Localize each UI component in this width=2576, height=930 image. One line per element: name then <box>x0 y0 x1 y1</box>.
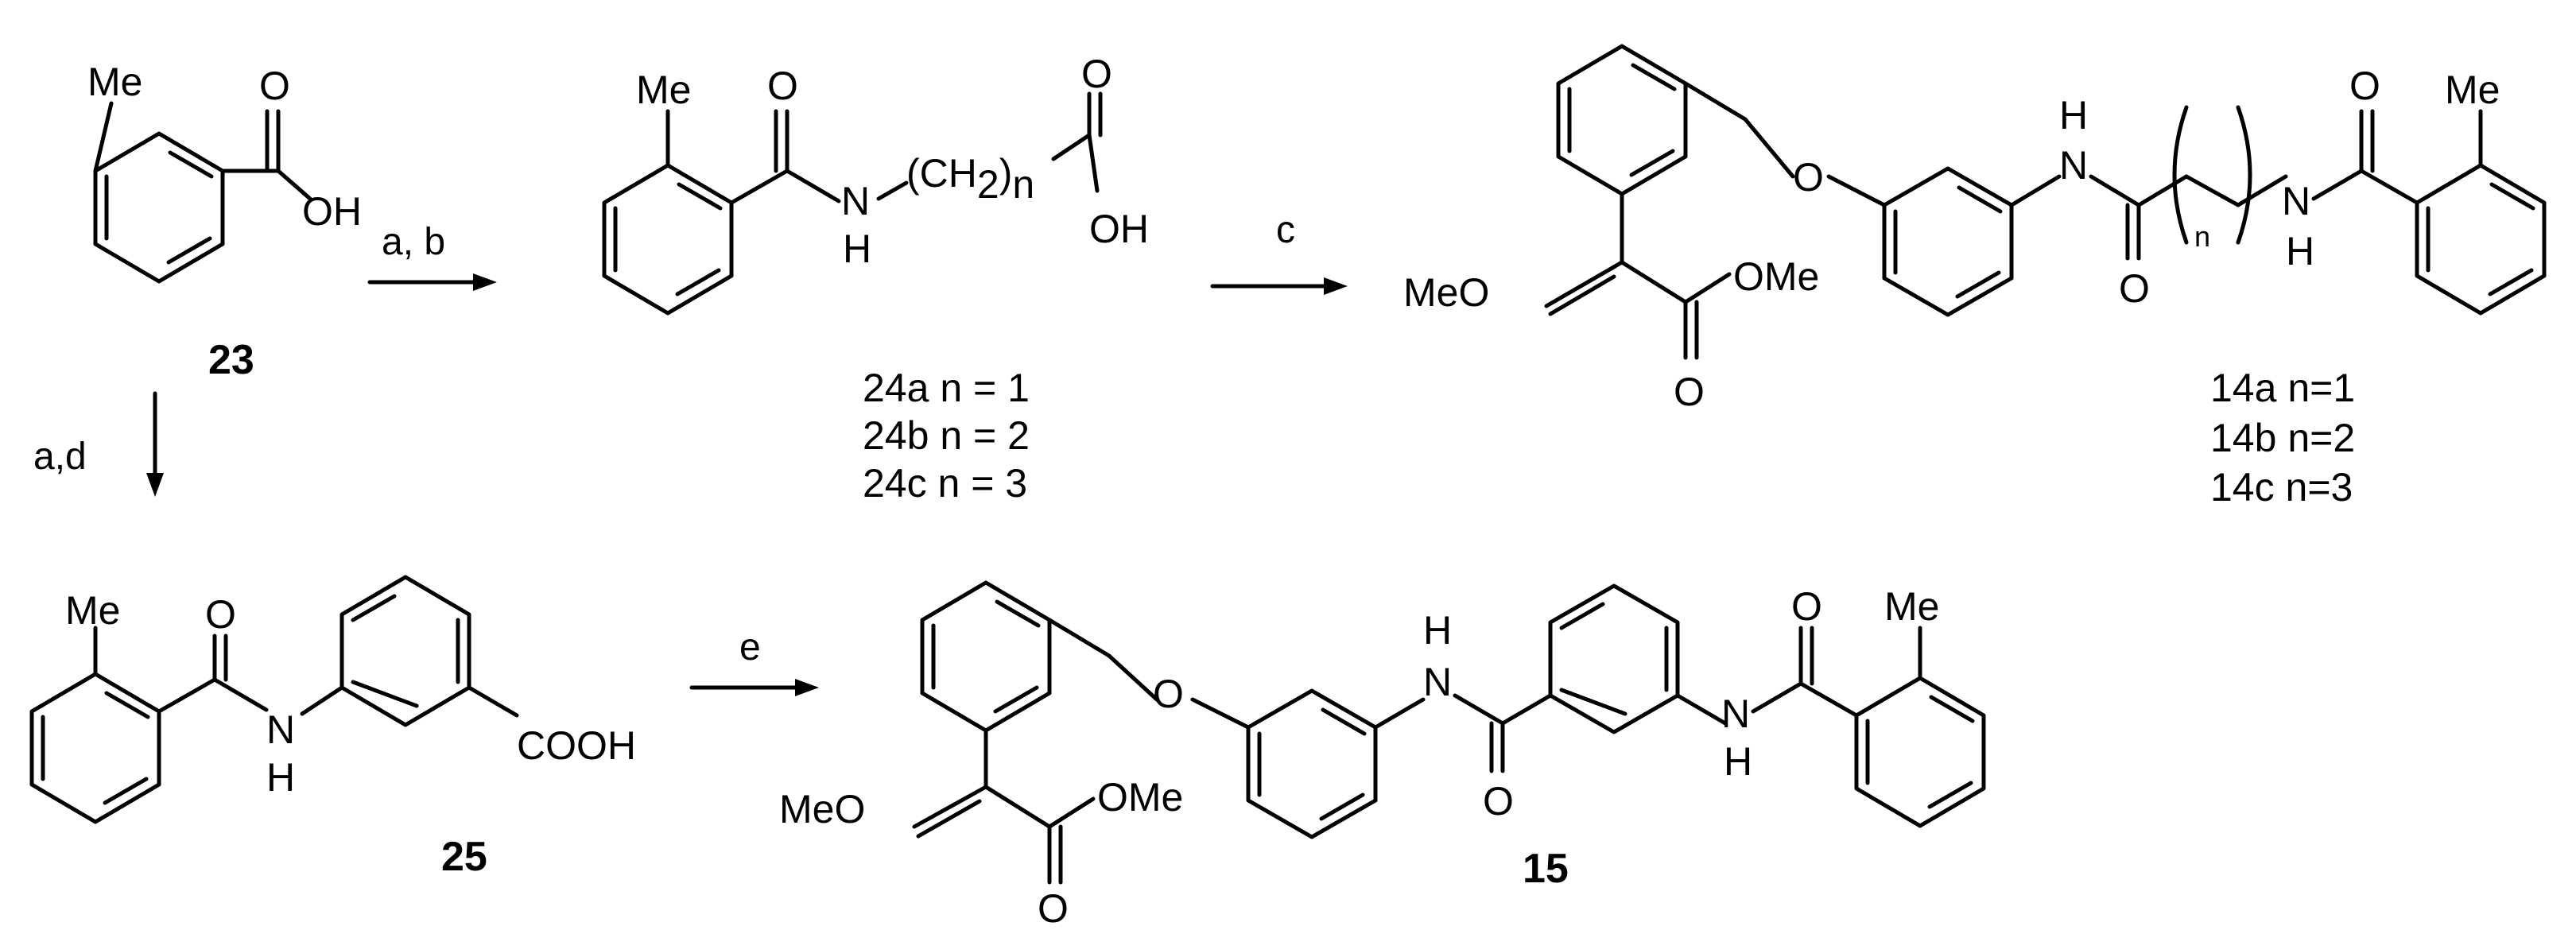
atom-o: O <box>2119 266 2150 311</box>
atom-o: O <box>1674 370 1705 414</box>
condition-ab: a, b <box>382 221 445 263</box>
compound-15-structure: O MeO OMe O H N O N H O <box>779 580 1986 930</box>
compound-25-structure: Me O N H COOH 25 <box>29 575 636 880</box>
atom-me: Me <box>2445 68 2500 112</box>
label-23: 23 <box>208 337 254 383</box>
atom-o: O <box>767 64 798 108</box>
condition-ad: a,d <box>33 436 87 478</box>
arrow-ab: a, b <box>367 221 497 291</box>
label-25: 25 <box>441 834 487 880</box>
atom-oh: OH <box>302 189 362 234</box>
atom-o: O <box>2349 64 2380 108</box>
arrow-e: e <box>689 626 819 696</box>
atom-ome: OMe <box>1097 775 1183 820</box>
atom-h: H <box>843 227 871 271</box>
atom-n: N <box>841 179 870 223</box>
atom-n: N <box>1721 692 1750 736</box>
atom-h: H <box>1724 739 1752 784</box>
compound-14-structure: MeO OMe O O H N O n N H O <box>1403 44 2547 510</box>
atom-meo: MeO <box>1403 270 1489 315</box>
chain-ch2: (CH2)n <box>906 151 1034 207</box>
atom-h: H <box>1423 608 1452 653</box>
atom-o: O <box>1038 886 1069 930</box>
label-14c: 14c n=3 <box>2210 465 2353 510</box>
atom-o: O <box>1793 155 1824 200</box>
condition-c: c <box>1276 209 1295 251</box>
atom-n-sub: n <box>2194 220 2210 253</box>
atom-oh: OH <box>1089 207 1149 251</box>
atom-h: H <box>2059 93 2088 138</box>
atom-o: O <box>259 64 290 108</box>
atom-n: N <box>266 707 295 752</box>
label-24b: 24b n = 2 <box>863 413 1030 458</box>
atom-me: Me <box>65 588 120 633</box>
atom-o: O <box>1483 779 1514 823</box>
atom-h: H <box>266 755 295 800</box>
atom-me: Me <box>636 68 691 112</box>
atom-o: O <box>205 592 236 637</box>
atom-me: Me <box>87 60 142 104</box>
condition-e: e <box>739 626 761 668</box>
atom-me: Me <box>1884 584 1939 629</box>
atom-o: O <box>1791 584 1822 629</box>
label-24a: 24a n = 1 <box>863 366 1030 410</box>
label-14a: 14a n=1 <box>2210 366 2355 410</box>
compound-23-structure: Me O OH 23 <box>87 60 362 383</box>
arrow-ad: a,d <box>33 391 164 497</box>
label-15: 15 <box>1523 846 1569 892</box>
atom-meo: MeO <box>779 787 865 831</box>
atom-ome: OMe <box>1733 254 1819 299</box>
atom-o: O <box>1081 52 1112 96</box>
atom-n: N <box>2059 143 2088 188</box>
arrow-c: c <box>1210 209 1348 295</box>
atom-o: O <box>1153 672 1184 716</box>
atom-n: N <box>2282 179 2310 223</box>
label-14b: 14b n=2 <box>2210 416 2355 460</box>
compound-24-structure: Me O N H (CH2)n O OH 24a n = 1 24b n = 2… <box>602 52 1149 506</box>
atom-h: H <box>2286 229 2314 273</box>
label-24c: 24c n = 3 <box>863 461 1027 506</box>
atom-cooh: COOH <box>517 723 636 768</box>
atom-n: N <box>1423 660 1452 704</box>
